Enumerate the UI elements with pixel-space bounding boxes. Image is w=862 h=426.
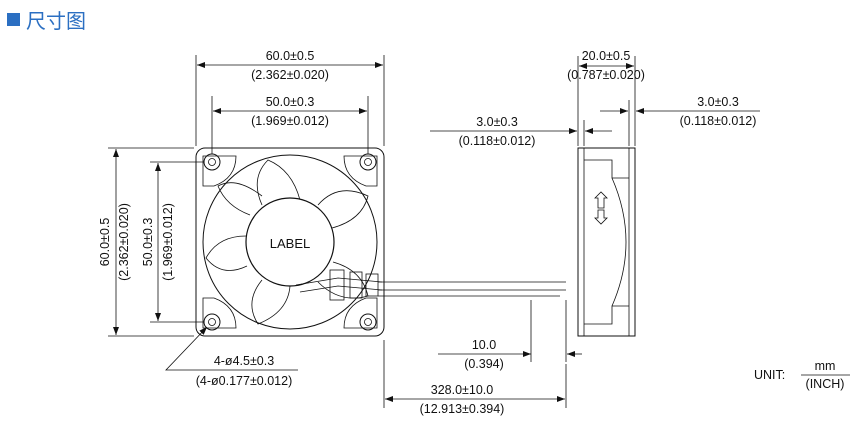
cable-clip — [295, 269, 383, 301]
dim-flange-left-in: (0.118±0.012) — [459, 134, 536, 148]
dim-height-pitch-mm: 50.0±0.3 — [141, 218, 155, 267]
dim-flange-right-in: (0.118±0.012) — [680, 114, 757, 128]
hub-label-text: LABEL — [270, 236, 310, 251]
title-square-icon — [7, 12, 20, 26]
dim-flange-right-mm: 3.0±0.3 — [697, 95, 739, 109]
corner-ear-top-left — [202, 155, 237, 187]
fan-frame-outline — [195, 147, 385, 337]
venturi-ring — [202, 154, 378, 330]
airflow-arrow-icon — [594, 191, 608, 225]
dim-flange-left-mm: 3.0±0.3 — [476, 115, 518, 129]
dim-hole-diameter-in: (4-ø0.177±0.012) — [196, 374, 293, 388]
corner-ear-bottom-right — [343, 297, 378, 329]
dim-strip-length-mm: 10.0 — [472, 338, 496, 352]
fan-side-view — [577, 147, 636, 337]
dim-strip-length-in: (0.394) — [464, 357, 504, 371]
dim-depth-in: (0.787±0.020) — [567, 68, 645, 82]
dim-total-width-in: (2.362±0.020) — [251, 68, 329, 82]
unit-numerator: mm — [815, 359, 836, 373]
title-text: 尺寸图 — [26, 8, 86, 33]
dimension-lines — [108, 55, 760, 408]
dimension-labels: 60.0±0.5 (2.362±0.020) 50.0±0.3 (1.969±0… — [98, 49, 756, 416]
dim-total-width-mm: 60.0±0.5 — [266, 49, 315, 63]
dim-hole-diameter-mm: 4-ø4.5±0.3 — [214, 354, 274, 368]
dim-lead-length-mm: 328.0±10.0 — [431, 383, 494, 397]
unit-denominator: (INCH) — [806, 377, 845, 391]
unit-prefix: UNIT: — [754, 368, 785, 382]
dim-depth-mm: 20.0±0.5 — [582, 49, 631, 63]
corner-ear-top-right — [343, 155, 378, 187]
dim-hole-pitch-mm: 50.0±0.3 — [266, 95, 315, 109]
side-frame-outline — [577, 147, 636, 337]
fan-front-view: LABEL — [195, 147, 566, 337]
dim-height-pitch-in: (1.969±0.012) — [161, 203, 175, 281]
corner-ear-bottom-left — [202, 297, 237, 329]
hub-label-disc — [245, 197, 335, 287]
dim-height-in: (2.362±0.020) — [117, 203, 131, 281]
dim-lead-length-in: (12.913±0.394) — [420, 402, 505, 416]
section-title: 尺寸图 — [7, 5, 86, 33]
dim-height-mm: 60.0±0.5 — [98, 218, 112, 267]
dim-hole-pitch-in: (1.969±0.012) — [251, 114, 329, 128]
unit-legend: UNIT: mm (INCH) — [754, 359, 850, 391]
